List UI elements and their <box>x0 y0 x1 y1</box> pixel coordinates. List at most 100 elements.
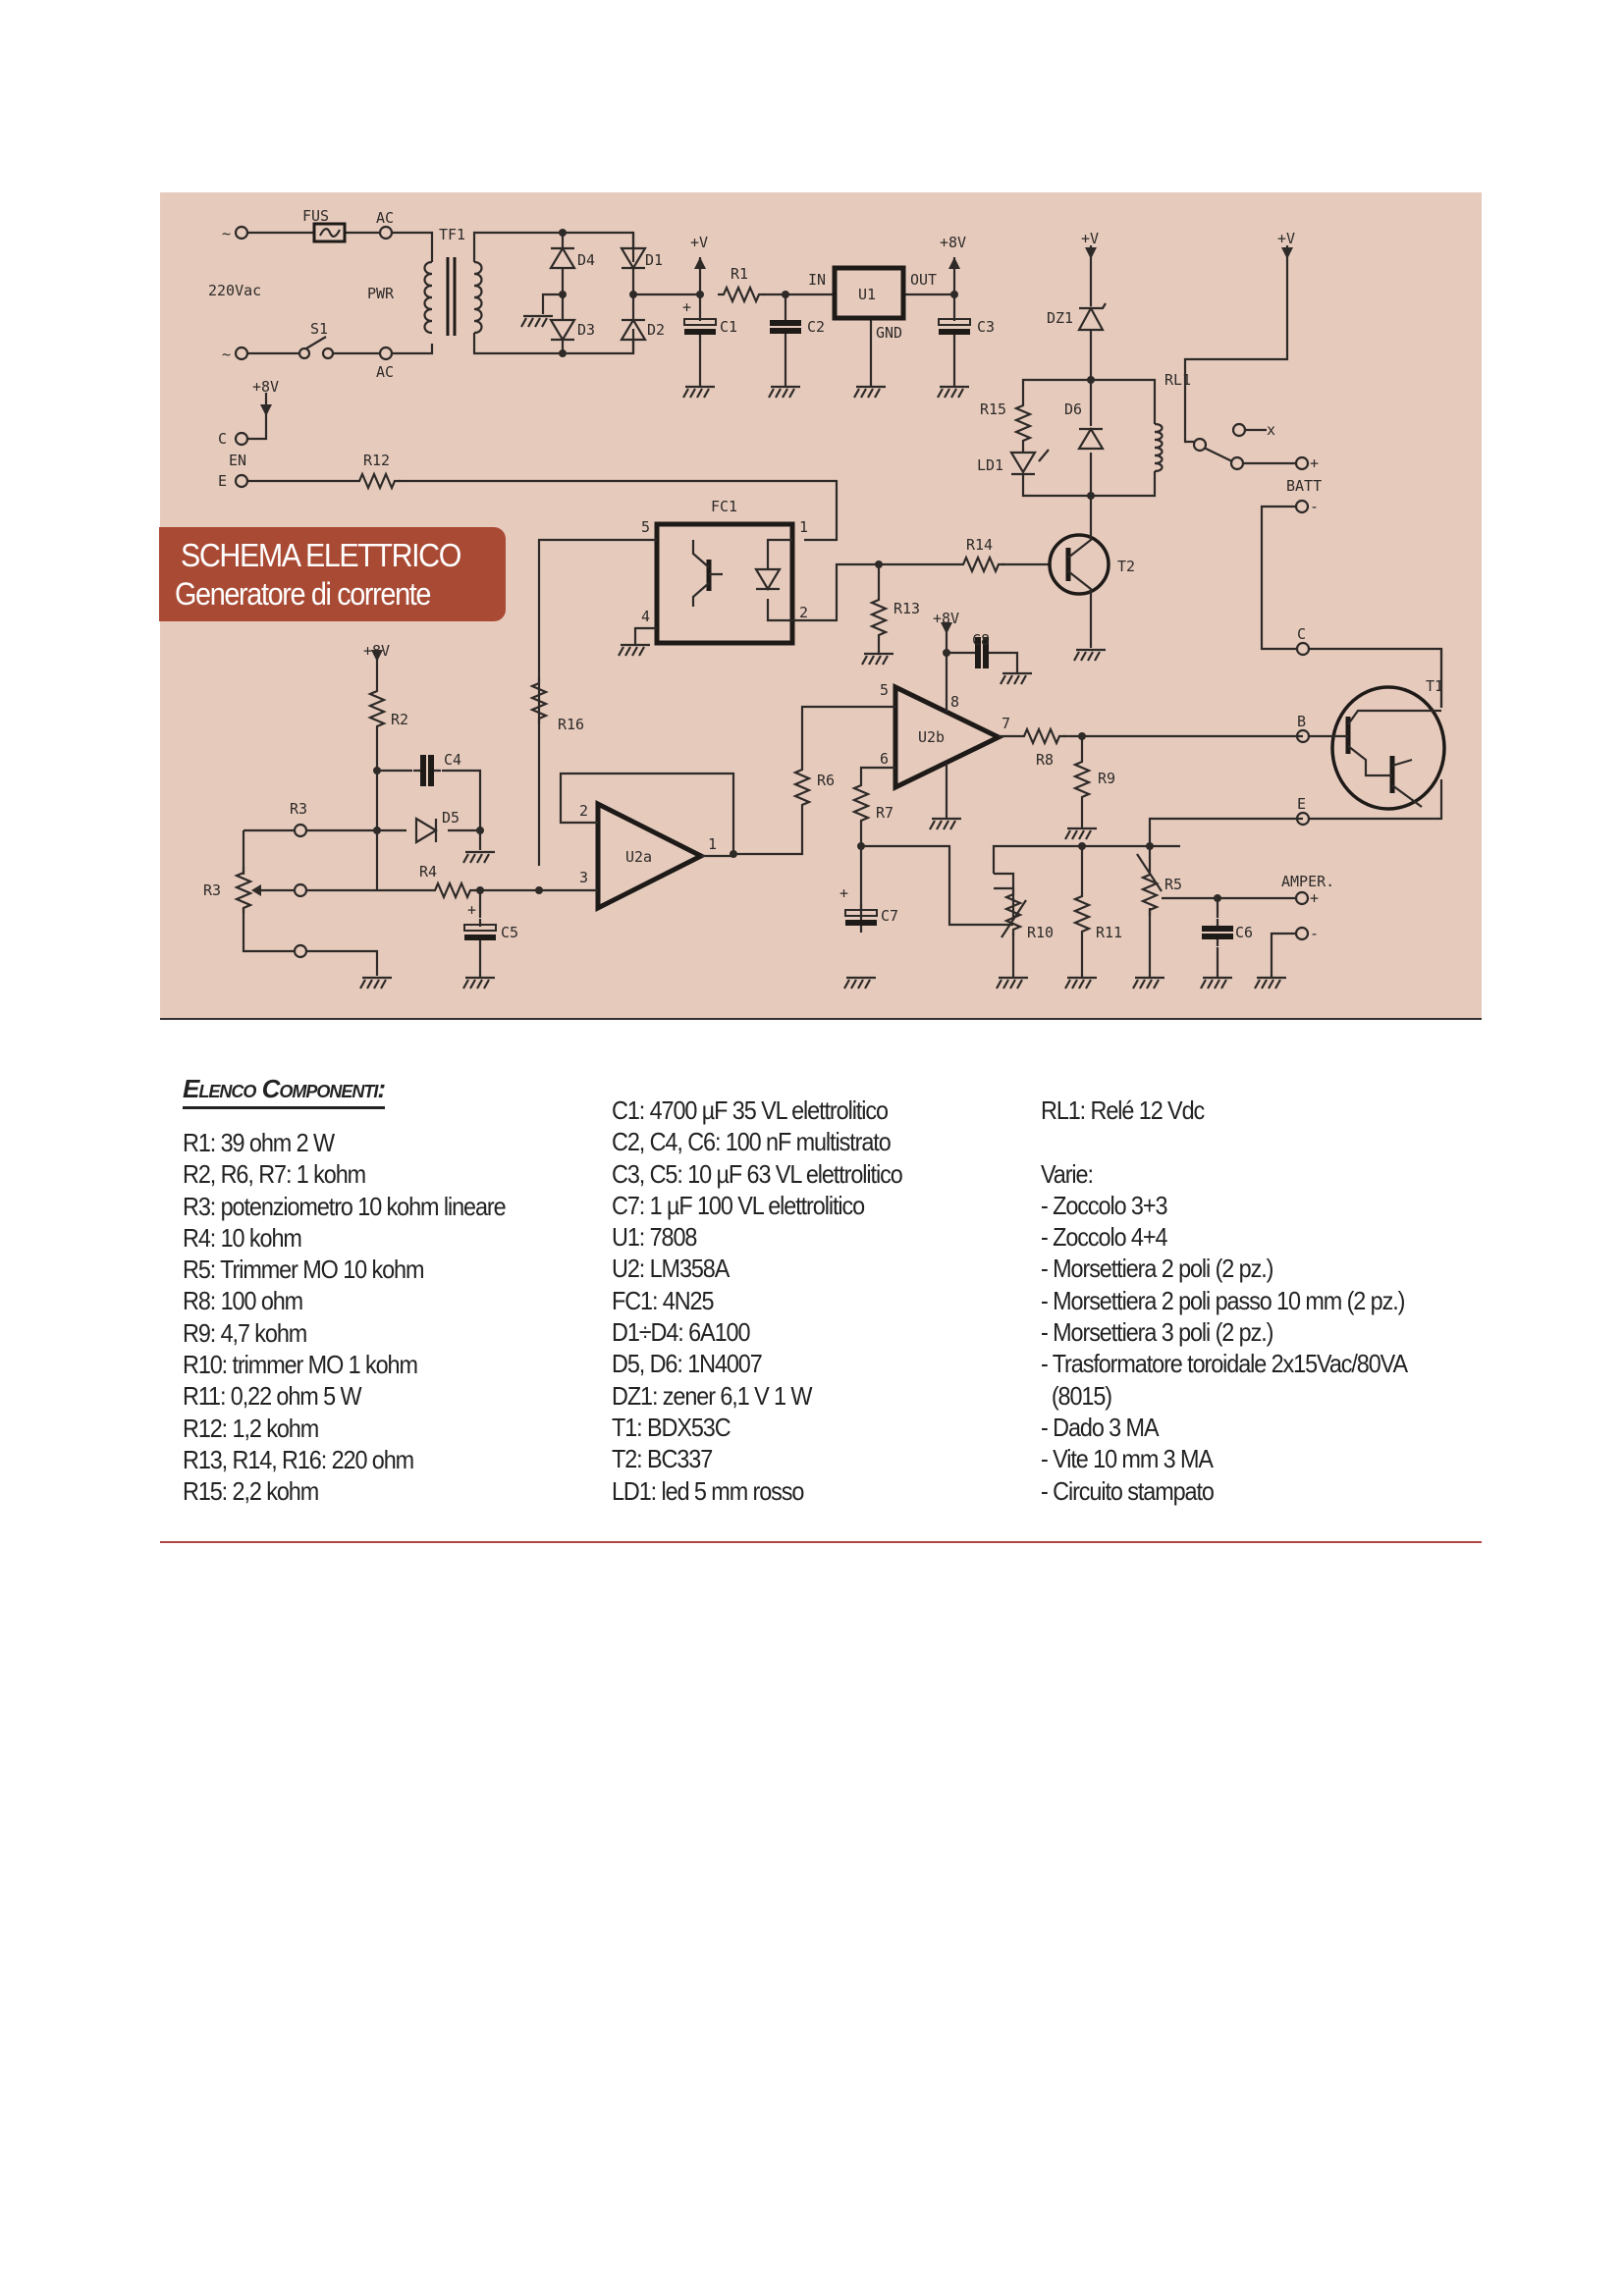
component-item: R1: 39 ohm 2 W <box>183 1128 335 1157</box>
label: - <box>1310 498 1319 515</box>
label: R11 <box>1096 924 1122 941</box>
label: 5 <box>880 681 889 699</box>
components-heading: Elenco Componenti: <box>183 1074 386 1109</box>
banner-title: SCHEMA ELETTRICO <box>181 537 461 573</box>
label: LD1 <box>977 456 1003 474</box>
label: R14 <box>966 536 993 554</box>
transistor-t1 <box>1330 685 1446 811</box>
label: E <box>1297 795 1306 813</box>
components-column-2: C1: 4700 µF 35 VL elettrolitico C2, C4, … <box>612 1095 934 1507</box>
label: C6 <box>1235 924 1253 941</box>
label: R12 <box>363 452 390 469</box>
label: 1 <box>708 835 717 853</box>
label: C <box>1297 625 1306 643</box>
varie-item: - Circuito stampato <box>1041 1475 1215 1506</box>
components-column-3: RL1: Relé 12 Vdc Varie: - Zoccolo 3+3 - … <box>1041 1095 1447 1507</box>
label: + <box>1310 454 1319 472</box>
component-item: T2: BC337 <box>612 1444 713 1474</box>
varie-item: - Zoccolo 3+3 <box>1041 1190 1167 1220</box>
label: + <box>1310 889 1319 907</box>
label: C4 <box>444 751 461 769</box>
label: 8 <box>950 693 959 711</box>
label: +8V <box>252 378 279 396</box>
label: FUS <box>302 207 329 225</box>
label: D3 <box>577 321 595 339</box>
label: R4 <box>419 863 437 881</box>
label: R5 <box>1164 876 1182 893</box>
label: +V <box>1277 230 1295 247</box>
fuse-icon <box>312 222 347 243</box>
u2a-section <box>235 650 737 990</box>
label: D6 <box>1064 400 1082 418</box>
label: U2a <box>625 848 652 866</box>
label: C3 <box>977 318 995 336</box>
label: R8 <box>1036 751 1054 769</box>
label: 6 <box>880 750 889 768</box>
component-item: R3: potenziometro 10 kohm lineare <box>183 1191 507 1221</box>
label: 4 <box>641 608 650 625</box>
label: TF1 <box>439 226 465 243</box>
varie-item: - Dado 3 MA <box>1041 1412 1160 1442</box>
label: R13 <box>893 600 920 617</box>
label: IN <box>808 271 826 289</box>
mains-input <box>234 222 434 361</box>
label: C5 <box>501 924 518 941</box>
label: BATT <box>1286 477 1322 495</box>
label: E <box>218 472 227 490</box>
label: +8V <box>940 234 966 251</box>
component-item: R10: trimmer MO 1 kohm <box>183 1350 418 1380</box>
component-item: D1÷D4: 6A100 <box>612 1317 750 1348</box>
component-item: DZ1: zener 6,1 V 1 W <box>612 1380 812 1411</box>
label: DZ1 <box>1047 309 1073 327</box>
label: 3 <box>579 869 588 886</box>
label: AC <box>376 363 394 381</box>
label: U2b <box>918 728 945 746</box>
label: 5 <box>641 518 650 536</box>
label: R2 <box>391 711 408 728</box>
label: C2 <box>807 318 825 336</box>
label: R16 <box>558 716 584 733</box>
component-item: R13, R14, R16: 220 ohm <box>183 1444 414 1474</box>
switch-s1 <box>305 336 327 349</box>
label: 2 <box>799 604 808 621</box>
label: C7 <box>881 907 898 925</box>
varie-item: - Morsettiera 2 poli passo 10 mm (2 pz.) <box>1041 1285 1405 1315</box>
banner-subtitle: Generatore di corrente <box>175 576 431 612</box>
bridge-rectifier <box>519 229 700 357</box>
transformer-tf1 <box>423 231 635 355</box>
varie-item: - Morsettiera 2 poli (2 pz.) <box>1041 1254 1273 1284</box>
component-item: C1: 4700 µF 35 VL elettrolitico <box>612 1095 889 1125</box>
label: 2 <box>579 802 588 820</box>
label: +V <box>690 234 708 251</box>
label: AMPER. <box>1281 873 1334 890</box>
label: C <box>218 430 227 448</box>
label: T1 <box>1426 677 1443 695</box>
component-item: C2, C4, C6: 100 nF multistrato <box>612 1127 892 1157</box>
label: D1 <box>645 251 663 269</box>
label: R1 <box>731 265 748 283</box>
varie-title: Varie: <box>1041 1158 1094 1189</box>
label: T2 <box>1117 558 1135 575</box>
component-item: D5, D6: 1N4007 <box>612 1349 763 1379</box>
components-column-1: R1: 39 ohm 2 W R2, R6, R7: 1 kohm R3: po… <box>183 1127 541 1508</box>
relay-section <box>1009 245 1446 827</box>
label: B <box>1297 713 1306 730</box>
schematic-labels: ~ FUS AC 220Vac PWR S1 ~ AC TF1 D4 D1 D3… <box>203 207 1443 942</box>
label: FC1 <box>711 498 737 515</box>
label: R10 <box>1027 924 1054 941</box>
label: R6 <box>817 772 835 789</box>
label: x <box>1267 421 1275 439</box>
label: 7 <box>1001 715 1010 732</box>
label: EN <box>229 452 246 469</box>
label: + <box>467 901 476 919</box>
label: U1 <box>858 286 876 303</box>
varie-item: - Trasformatore toroidale 2x15Vac/80VA <box>1041 1349 1408 1379</box>
component-item: U1: 7808 <box>612 1222 697 1253</box>
component-item: R15: 2,2 kohm <box>183 1476 319 1507</box>
component-item: T1: BDX53C <box>612 1412 731 1442</box>
regulator-section <box>683 257 970 400</box>
label: +8V <box>363 642 390 660</box>
regulator-u1 <box>832 265 906 321</box>
component-item: R2, R6, R7: 1 kohm <box>183 1159 366 1190</box>
label: D5 <box>442 809 460 827</box>
